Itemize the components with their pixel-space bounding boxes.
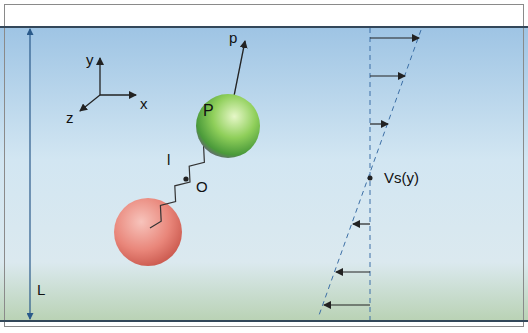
frame — [5, 5, 524, 327]
height-dimension — [29, 29, 30, 319]
velocity-profile — [318, 28, 421, 320]
vector-label: p — [229, 30, 237, 46]
axis-label: z — [66, 110, 74, 126]
height-label: L — [37, 282, 45, 298]
point-label: P — [203, 102, 214, 119]
velocity-label: Vs(y) — [384, 170, 419, 186]
point-label: O — [196, 179, 208, 195]
bead — [114, 198, 182, 266]
top-wall — [0, 26, 528, 28]
length-label: l — [167, 152, 170, 168]
center-point — [183, 176, 188, 181]
axis-label: y — [86, 52, 94, 68]
axis-label: x — [140, 96, 148, 112]
bottom-wall — [0, 320, 528, 322]
bead-node: P — [195, 93, 261, 159]
fluid-region — [0, 27, 528, 321]
